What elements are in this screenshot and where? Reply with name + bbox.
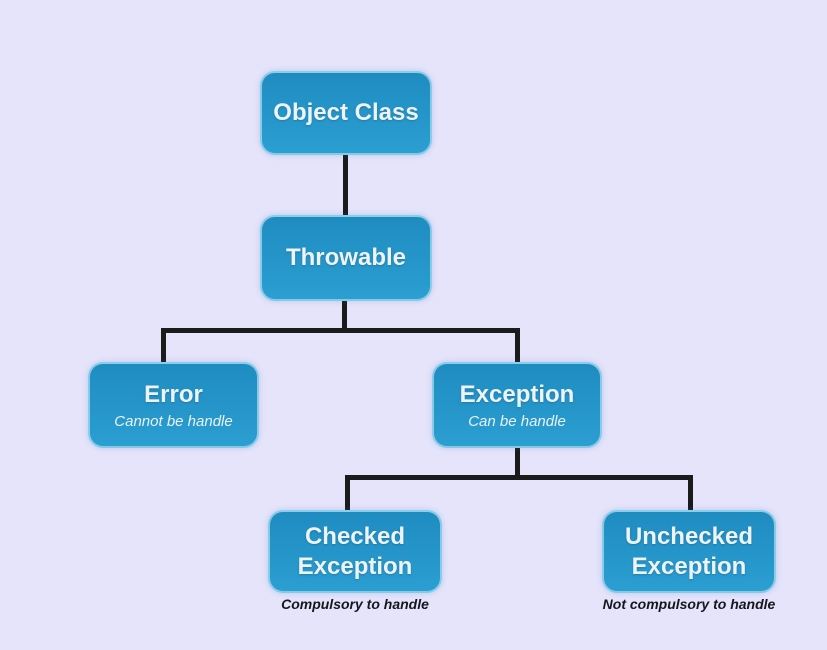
connector-exception-branch-horizontal bbox=[345, 475, 693, 480]
connector-throwable-stem bbox=[342, 299, 347, 333]
node-exception-label: Exception bbox=[459, 381, 575, 408]
caption-unchecked-exception: Not compulsory to handle bbox=[602, 596, 776, 612]
connector-branch-to-error bbox=[161, 328, 166, 365]
connector-exception-stem bbox=[515, 446, 520, 480]
node-throwable-label: Throwable bbox=[285, 244, 406, 271]
caption-checked-exception: Compulsory to handle bbox=[281, 596, 429, 612]
node-unchecked-exception-label: Unchecked Exception bbox=[624, 522, 754, 580]
node-object-class: Object Class bbox=[260, 71, 432, 155]
connector-throwable-branch-horizontal bbox=[161, 328, 520, 333]
node-throwable: Throwable bbox=[260, 215, 432, 301]
node-error-subtitle: Cannot be handle bbox=[114, 413, 233, 430]
node-checked-exception: Checked Exception bbox=[268, 510, 442, 593]
connector-branch-to-unchecked bbox=[688, 475, 693, 513]
connector-object-to-throwable bbox=[343, 150, 348, 218]
node-exception-subtitle: Can be handle bbox=[468, 413, 566, 430]
node-checked-exception-label: Checked Exception bbox=[297, 522, 413, 580]
node-exception: Exception Can be handle bbox=[432, 362, 602, 448]
connector-branch-to-checked bbox=[345, 475, 350, 513]
node-error: Error Cannot be handle bbox=[88, 362, 259, 448]
node-unchecked-exception: Unchecked Exception bbox=[602, 510, 776, 593]
node-object-class-label: Object Class bbox=[273, 99, 419, 126]
node-error-label: Error bbox=[144, 381, 203, 408]
connector-branch-to-exception bbox=[515, 328, 520, 365]
